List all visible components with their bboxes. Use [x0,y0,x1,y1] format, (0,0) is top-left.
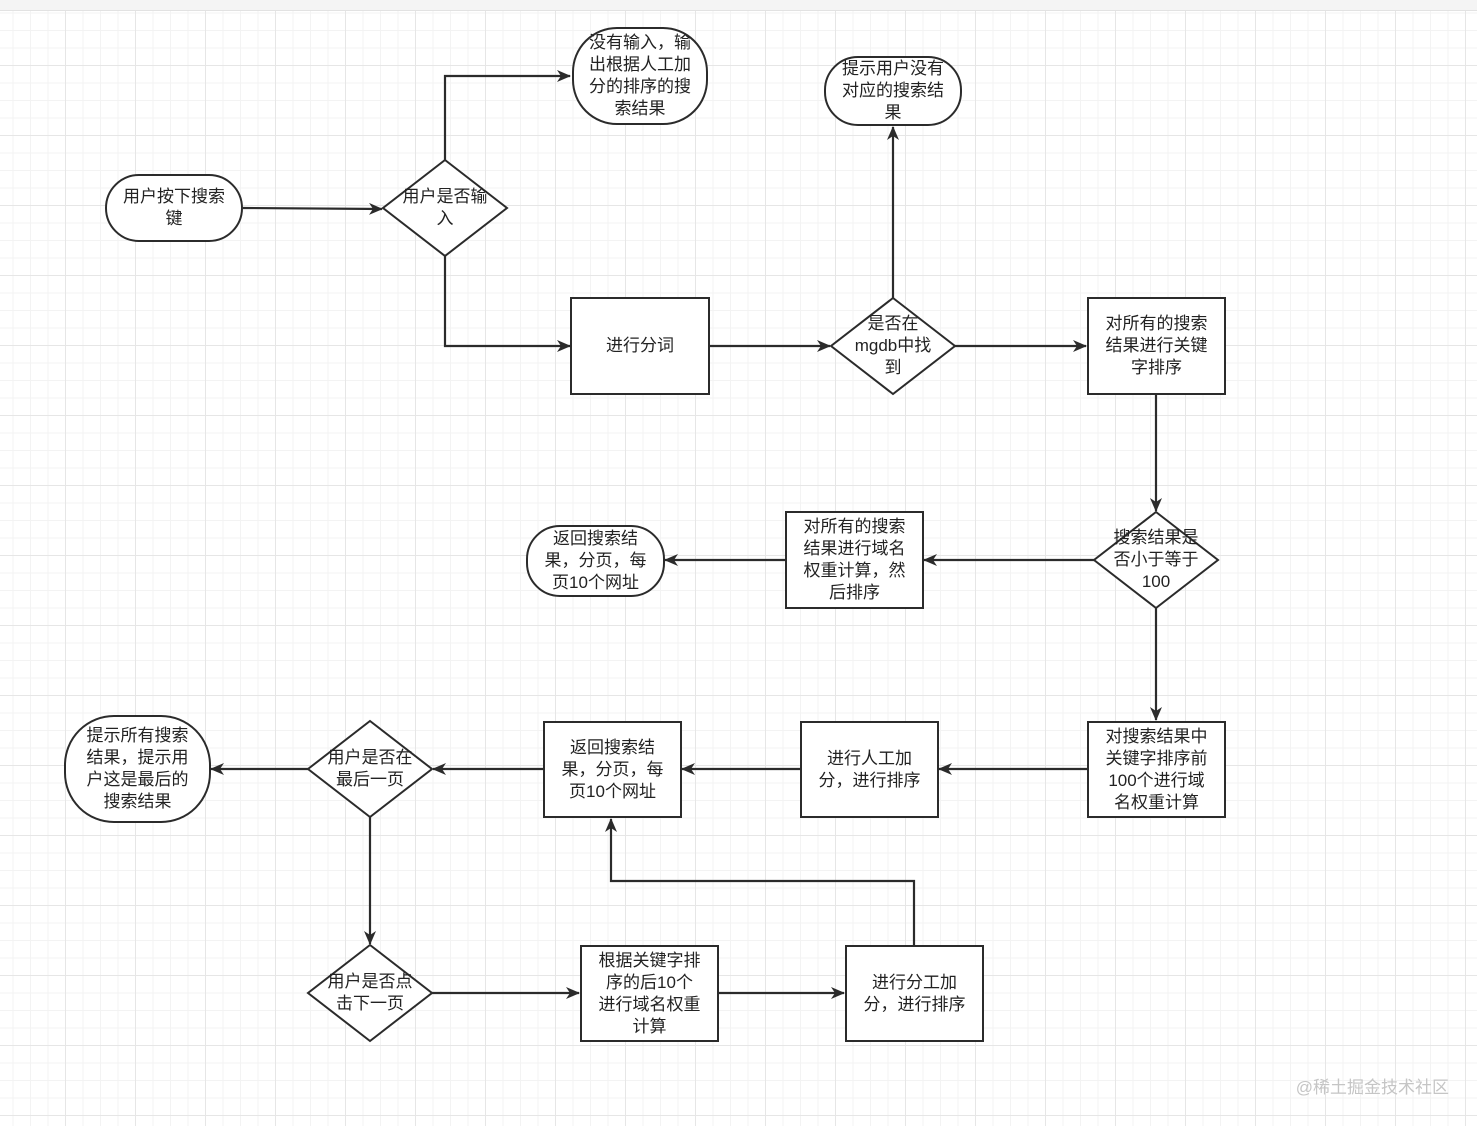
node-last-page-hint: 提示所有搜索结果，提示用户这是最后的搜索结果 [64,715,211,823]
node-start: 用户按下搜索键 [105,174,243,242]
node-manual-score-1: 进行人工加分，进行排序 [800,721,939,818]
edge-manual2-to-return2 [605,818,916,945]
edge-start-to-isinput [242,202,383,215]
watermark: @稀土掘金技术社区 [1295,1078,1449,1097]
node-next-10-weight: 根据关键字排序的后10个进行域名权重计算 [580,945,719,1042]
node-not-found-hint: 提示用户没有对应的搜索结果 [824,56,962,126]
node-is-input: 用户是否输入 [402,187,488,228]
decision-found-shape [829,296,957,396]
node-click-next: 用户是否点击下一页 [327,972,413,1013]
node-no-input-result: 没有输入，输出根据人工加分的排序的搜索结果 [572,27,708,125]
edge-isinput-to-noinput [443,70,571,160]
edge-isinput-to-segment [443,256,571,352]
node-domain-weight-all: 对所有的搜索结果进行域名权重计算，然后排序 [785,511,924,609]
canvas-top-bar [0,0,1477,11]
node-manual-score-2: 进行分工加分，进行排序 [845,945,984,1042]
node-return-result-1: 返回搜索结果，分页，每页10个网址 [526,525,665,597]
node-is-last-page: 用户是否在最后一页 [327,748,413,789]
node-keyword-sort: 对所有的搜索结果进行关键字排序 [1087,297,1226,395]
node-return-result-2: 返回搜索结果，分页，每页10个网址 [543,721,682,818]
decision-click-next-shape [306,943,434,1043]
node-segment: 进行分词 [570,297,710,395]
